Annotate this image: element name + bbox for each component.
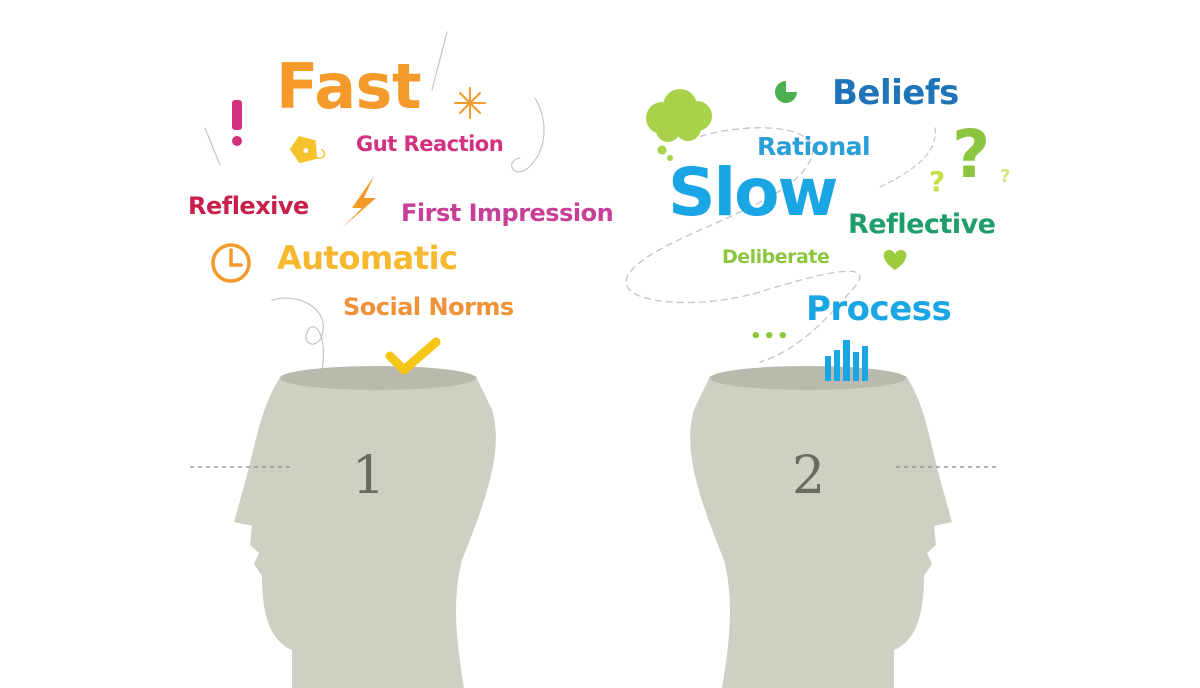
doodle-line <box>511 97 545 173</box>
word-beliefs: Beliefs <box>832 73 959 113</box>
word-rational: Rational <box>757 132 871 161</box>
exclamation-icon <box>232 100 242 146</box>
word-gut-reaction: Gut Reaction <box>356 132 504 156</box>
thought-cloud-icon <box>646 89 712 161</box>
head-number-1: 1 <box>352 446 386 506</box>
word-reflexive: Reflexive <box>188 192 309 220</box>
word-automatic: Automatic <box>277 239 458 277</box>
clock-icon <box>211 243 251 283</box>
question-large-icon: ? <box>952 116 991 193</box>
doodle-line <box>271 297 324 381</box>
doodle-line <box>625 127 861 363</box>
head-silhouette <box>234 376 496 688</box>
doodle-line <box>204 127 221 166</box>
doodle-lines <box>204 31 936 381</box>
head-number-2: 2 <box>792 446 826 506</box>
bar-chart-icon <box>825 340 868 381</box>
heart-icon <box>883 250 907 270</box>
word-social-norms: Social Norms <box>343 293 514 321</box>
doodle-line <box>431 31 448 91</box>
word-slow: Slow <box>668 154 838 231</box>
word-fast: Fast <box>276 50 422 123</box>
word-process: Process <box>806 289 952 329</box>
head-system-1 <box>190 366 496 688</box>
word-first-impression: First Impression <box>401 199 614 227</box>
checkmark-icon <box>385 337 441 375</box>
word-reflective: Reflective <box>848 209 996 240</box>
lightning-icon <box>342 176 376 228</box>
asterisk-icon <box>454 87 486 119</box>
head-opening <box>280 366 476 390</box>
head-system-2 <box>690 366 1000 688</box>
question-small-icon: ? <box>1000 166 1011 187</box>
head-silhouette <box>690 376 952 688</box>
pie-icon <box>775 81 797 103</box>
question-medium-icon: ? <box>929 165 946 198</box>
head-opening <box>710 366 906 390</box>
word-deliberate: Deliberate <box>722 246 830 268</box>
ellipsis-icon: ••• <box>750 326 791 347</box>
tag-icon <box>289 135 326 164</box>
doodle-line <box>877 127 936 189</box>
